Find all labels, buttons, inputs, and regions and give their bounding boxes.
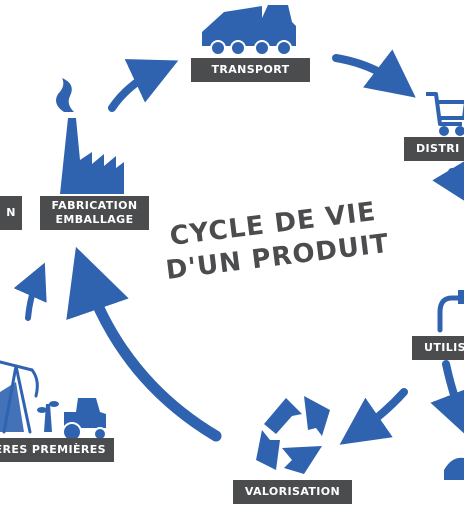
label-fabrication-line2: EMBALLAGE	[55, 213, 134, 226]
tractor-icon	[62, 398, 107, 442]
faucet-icon	[437, 295, 464, 333]
truck-icon	[202, 5, 296, 56]
arrow-utilisation-to-valorisation	[339, 388, 408, 445]
label-fabrication-emballage: FABRICATION EMBALLAGE	[40, 196, 149, 230]
label-utilisation: UTILIS	[412, 336, 464, 360]
bag-icon	[444, 457, 464, 480]
label-fabrication-line1: FABRICATION	[51, 199, 138, 212]
label-transport: TRANSPORT	[191, 58, 310, 82]
recycle-icon	[256, 396, 330, 474]
arrow-transport-to-distribution	[332, 49, 416, 98]
arrow-fabrication-to-transport	[108, 59, 179, 112]
arrow-utilisation-down	[430, 360, 464, 439]
label-matieres-premieres: ERES PREMIÈRES	[0, 438, 114, 462]
label-left-edge: N	[0, 196, 22, 230]
shopping-cart-icon	[426, 92, 464, 136]
arrow-distribution-to-right	[432, 155, 464, 210]
arrow-valorisation-to-fabrication	[66, 246, 222, 442]
factory-icon	[56, 78, 124, 194]
label-distribution: DISTRI	[404, 137, 464, 161]
label-valorisation: VALORISATION	[233, 480, 352, 504]
plant-icon	[37, 401, 59, 432]
arrow-matieres-to-left	[13, 262, 47, 321]
